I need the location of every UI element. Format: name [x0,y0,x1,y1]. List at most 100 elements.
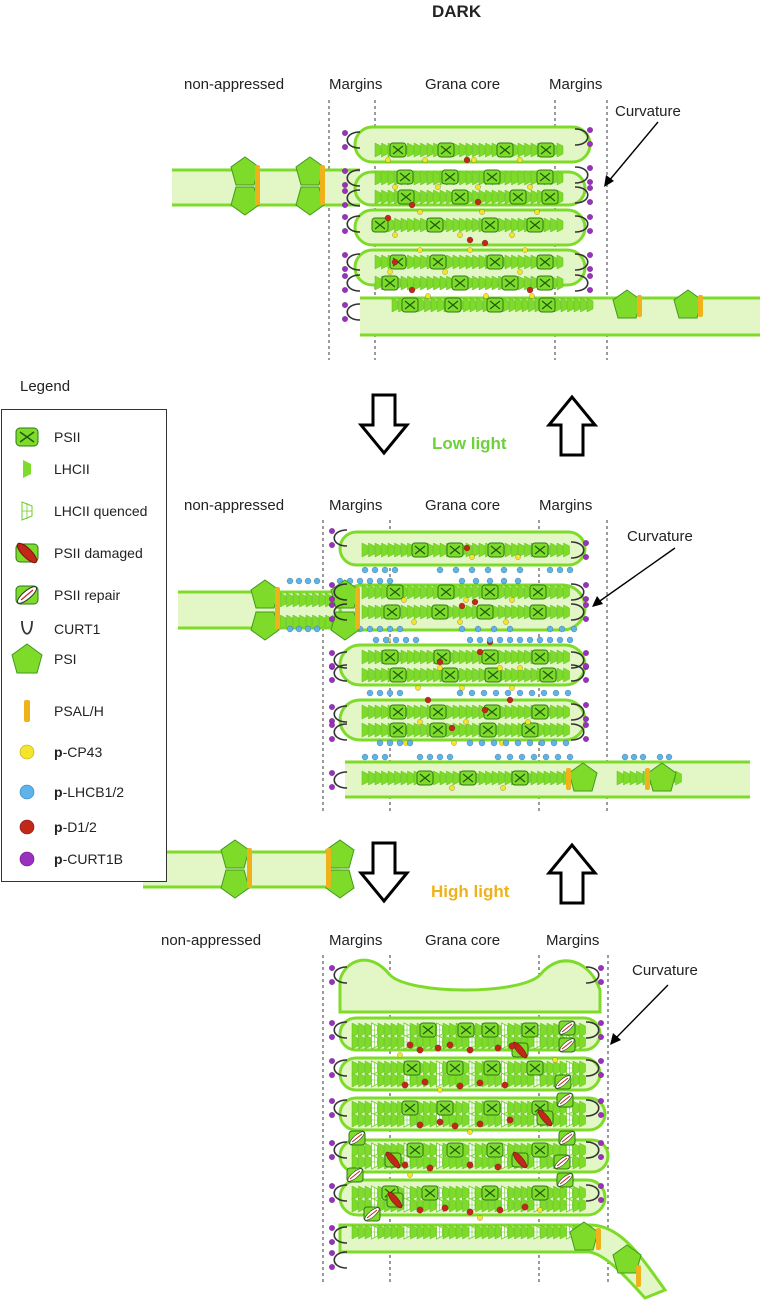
p-cp43-dot [417,719,423,725]
p-cp43-dot [529,293,535,299]
p-lhcb-dot [458,577,466,585]
psii-icon [531,542,549,558]
p-d1-dot [466,1161,474,1169]
p-lhcb-dot [656,753,664,761]
p-cp43-dot [534,209,540,215]
p-cp43-dot [385,157,391,163]
p-cp43-dot [417,209,423,215]
p-curt1b-dot [328,735,336,743]
p-cp43-dot [517,269,523,275]
p-lhcb-dot [542,753,550,761]
p-lhcb-dot [458,625,466,633]
p-d1-dot [416,1206,424,1214]
p-lhcb-dot [366,689,374,697]
psii-icon [386,584,404,600]
p-curt1b-dot [341,265,349,273]
p-cp43-dot [467,1129,473,1135]
p-lhcb-dot [313,625,321,633]
curvature-arrowhead [610,1033,621,1045]
p-lhcb-dot [506,636,514,644]
p-cp43-icon [10,740,44,764]
p-curt1b-dot [586,251,594,259]
p-cp43-dot [509,685,515,691]
p-d1-dot [476,648,484,656]
legend-item-psi: PSI [10,643,77,674]
curvature-arrowhead [592,596,603,607]
p-cp43-dot [500,785,506,791]
p-d1-dot [494,1044,502,1052]
label-non-appressed-high: non-appressed [161,932,262,949]
p-lhcb-dot [372,636,380,644]
p-lhcb-dot [536,636,544,644]
down-arrow-low [357,393,411,456]
p-lhcb-dot [456,689,464,697]
p-lhcb-dot [381,753,389,761]
psii-icon [487,542,505,558]
p-lhcb-dot [558,625,566,633]
p-lhcb-dot [396,739,404,747]
p-curt1b-dot [341,181,349,189]
psal-bar [596,1228,601,1250]
psii-icon [431,604,449,620]
p-curt1b-dot [341,315,349,323]
p-cp43-dot [479,209,485,215]
p-lhcb-dot [436,566,444,574]
p-curt1b-dot [341,129,349,137]
up-arrow-high [545,842,599,905]
lhcii-icon [10,457,44,481]
p-curt1b-dot [328,601,336,609]
p-curt1b-dot [341,227,349,235]
p-curt1b-dot [586,265,594,273]
p-d1-dot [406,1041,414,1049]
p-curt1b-dot [328,581,336,589]
p-cp43-dot [477,1215,483,1221]
p-curt1b-dot [328,783,336,791]
p-curt1b-dot [597,1139,605,1147]
legend-item-p-cp43: p-CP43 [10,740,102,764]
page-title: DARK [432,2,482,21]
label-margins-right-low: Margins [539,497,593,514]
psii-icon [483,1100,501,1116]
label-margins-left-low: Margins [329,497,383,514]
curt1-icon [346,303,361,321]
psi-icon [230,156,260,186]
p-cp43-dot [401,597,407,603]
p-lhcb-dot [566,566,574,574]
p-lhcb-dot [484,566,492,574]
p-cp43-dot [387,269,393,275]
p-curt1b-dot [582,735,590,743]
psal-bar [566,768,571,790]
psii-icon [389,704,407,720]
psii-icon [437,142,455,158]
p-lhcb-dot [506,753,514,761]
p-cp43-dot [469,554,475,560]
psii-icon [536,254,554,270]
p-d1-dot [424,696,432,704]
p-curt1b-dot [582,581,590,589]
psii-icon [509,189,527,205]
legend-label: LHCII quenced [54,503,148,519]
p-cp43-dot [517,157,523,163]
label-grana-core-high: Grana core [425,932,501,949]
p-lhcb-dot [386,625,394,633]
legend-item-p-d1: p-D1/2 [10,815,97,839]
psii-icon [476,604,494,620]
p-d1-dot [416,1121,424,1129]
p-lhcb-dot [552,689,560,697]
psi-icon [295,186,325,216]
legend-label: p-CP43 [54,744,102,760]
high-light-label: High light [431,882,510,901]
p-lhcb-dot [528,689,536,697]
p-curt1b-dot [328,1224,336,1232]
psii-icon [481,1185,499,1201]
p-lhcb-dot [468,566,476,574]
psi-icon [250,611,280,641]
p-lhcb-dot [480,689,488,697]
p-curt1b-dot [597,1153,605,1161]
p-cp43-dot [411,619,417,625]
p-d1-dot [466,236,474,244]
label-margins-right-high: Margins [546,932,600,949]
p-lhcb-dot [468,689,476,697]
p-curt1b-dot [586,272,594,280]
